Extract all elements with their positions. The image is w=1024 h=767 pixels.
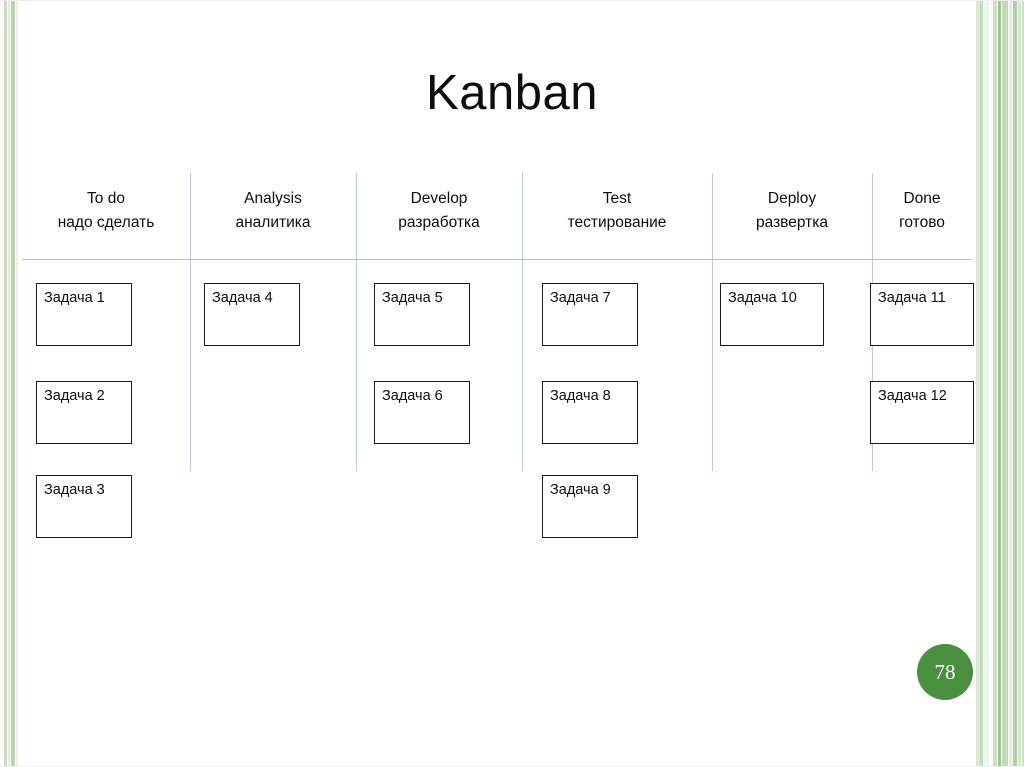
task-card-label: Задача 8 bbox=[550, 388, 611, 404]
task-card[interactable]: Задача 7 bbox=[542, 283, 638, 346]
task-card-label: Задача 10 bbox=[728, 290, 797, 306]
column-title-en: Test bbox=[602, 190, 632, 207]
task-card-label: Задача 7 bbox=[550, 290, 611, 306]
kanban-column-develop[interactable]: Develop разработка bbox=[356, 173, 522, 573]
column-title-en: Develop bbox=[410, 190, 468, 207]
column-title-en: Done bbox=[903, 190, 941, 207]
header-separator-rule bbox=[22, 259, 972, 260]
task-card[interactable]: Задача 9 bbox=[542, 475, 638, 538]
kanban-column-analysis[interactable]: Analysis аналитика bbox=[190, 173, 356, 573]
kanban-column-deploy[interactable]: Deploy развертка bbox=[712, 173, 872, 573]
column-title-ru: тестирование bbox=[567, 214, 667, 231]
task-card-label: Задача 11 bbox=[878, 290, 946, 306]
task-card-label: Задача 1 bbox=[44, 290, 105, 306]
column-title-en: To do bbox=[87, 190, 125, 207]
column-title-ru: аналитика bbox=[235, 214, 311, 231]
task-card[interactable]: Задача 1 bbox=[36, 283, 132, 346]
kanban-column-done[interactable]: Done готово bbox=[872, 173, 972, 573]
task-card-label: Задача 9 bbox=[550, 482, 611, 498]
column-divider bbox=[712, 173, 713, 471]
column-title-ru: надо сделать bbox=[57, 214, 155, 231]
task-card-label: Задача 5 bbox=[382, 290, 443, 306]
column-title-en: Deploy bbox=[767, 190, 817, 207]
task-card[interactable]: Задача 3 bbox=[36, 475, 132, 538]
task-card[interactable]: Задача 2 bbox=[36, 381, 132, 444]
column-divider bbox=[356, 173, 357, 471]
column-header-test: Test тестирование bbox=[522, 187, 712, 235]
task-card-label: Задача 3 bbox=[44, 482, 105, 498]
task-card[interactable]: Задача 8 bbox=[542, 381, 638, 444]
page-number-badge: 78 bbox=[917, 644, 973, 700]
kanban-column-test[interactable]: Test тестирование bbox=[522, 173, 712, 573]
task-card-label: Задача 2 bbox=[44, 388, 105, 404]
task-card[interactable]: Задача 11 bbox=[870, 283, 974, 346]
column-header-deploy: Deploy развертка bbox=[712, 187, 872, 235]
page-title: Kanban bbox=[426, 66, 598, 120]
column-divider bbox=[190, 173, 191, 471]
column-header-develop: Develop разработка bbox=[356, 187, 522, 235]
task-card[interactable]: Задача 10 bbox=[720, 283, 824, 346]
column-divider bbox=[522, 173, 523, 471]
kanban-column-to-do[interactable]: To do надо сделать bbox=[22, 173, 190, 573]
task-card[interactable]: Задача 6 bbox=[374, 381, 470, 444]
task-card-label: Задача 6 bbox=[382, 388, 443, 404]
column-header-analysis: Analysis аналитика bbox=[190, 187, 356, 235]
task-card-label: Задача 12 bbox=[878, 388, 947, 404]
column-header-to-do: To do надо сделать bbox=[22, 187, 190, 235]
task-card[interactable]: Задача 5 bbox=[374, 283, 470, 346]
column-title-ru: разработка bbox=[398, 214, 480, 231]
column-header-done: Done готово bbox=[872, 187, 972, 235]
column-title-ru: готово bbox=[899, 214, 945, 231]
task-card[interactable]: Задача 4 bbox=[204, 283, 300, 346]
task-card-label: Задача 4 bbox=[212, 290, 273, 306]
column-title-ru: развертка bbox=[756, 214, 828, 231]
task-card[interactable]: Задача 12 bbox=[870, 381, 974, 444]
column-title-en: Analysis bbox=[244, 190, 302, 207]
